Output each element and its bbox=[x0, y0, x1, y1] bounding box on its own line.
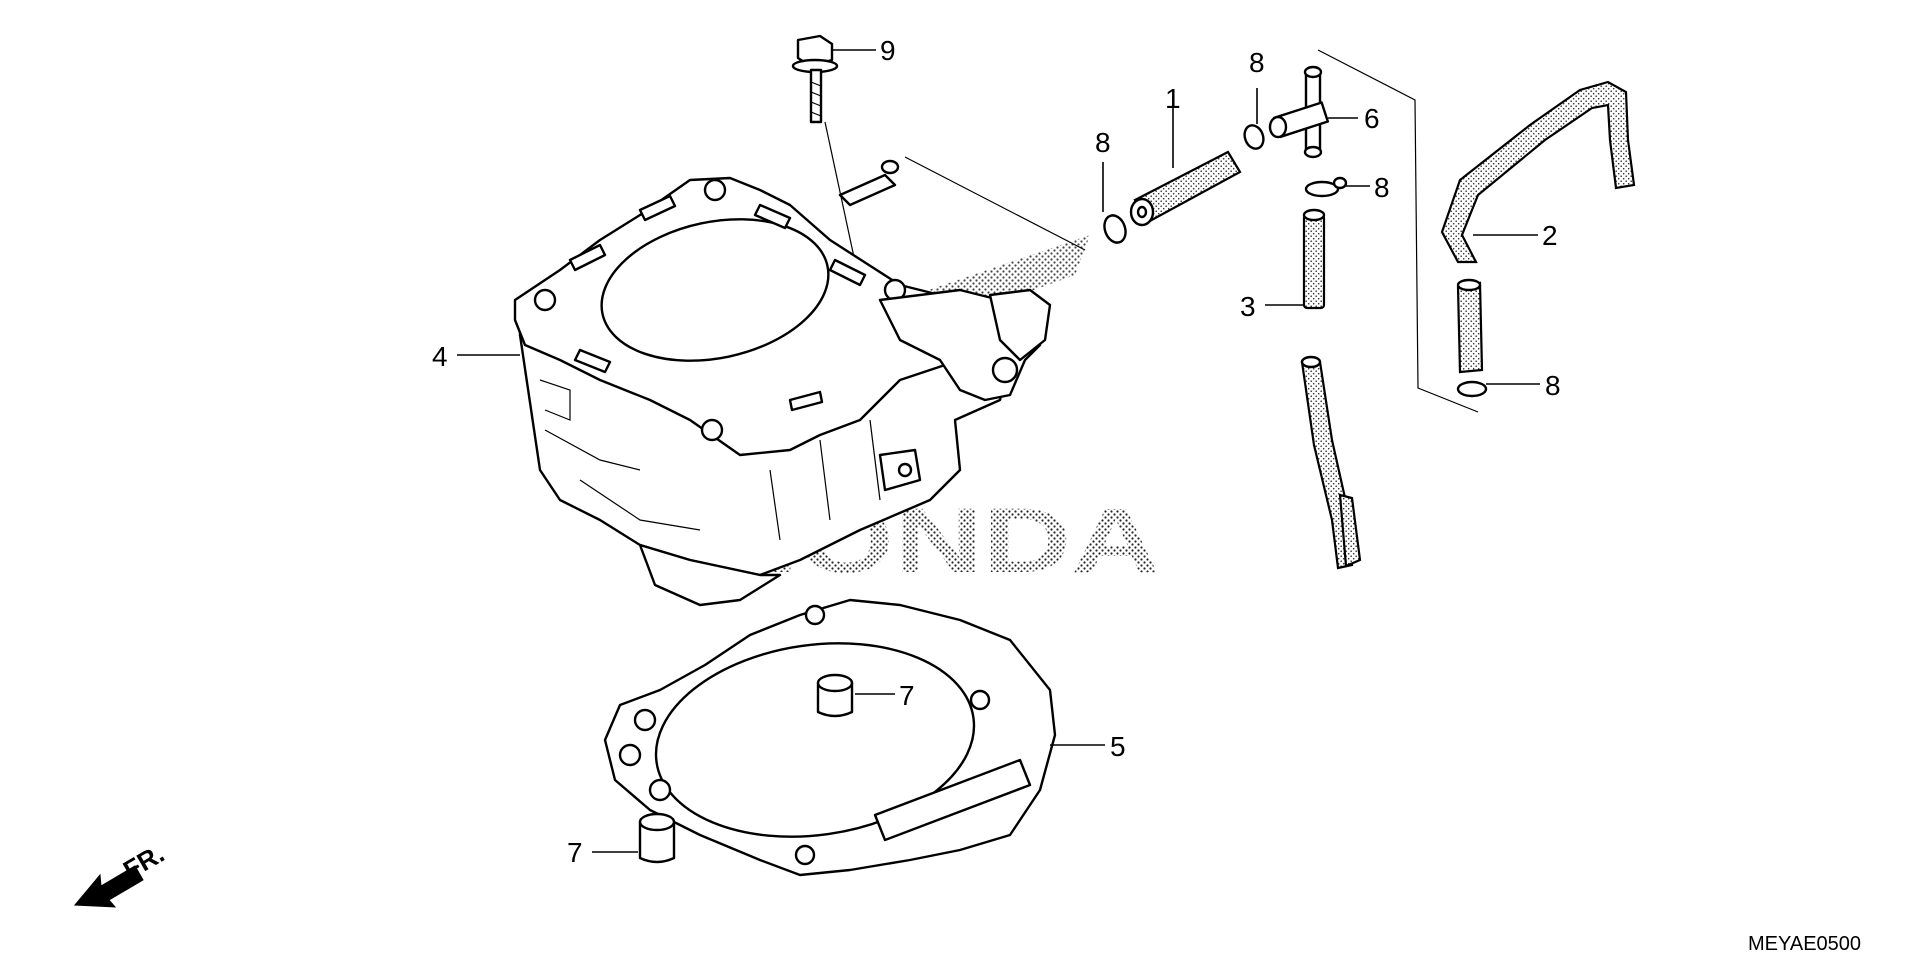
callout-8b: 8 bbox=[1249, 47, 1265, 78]
assembly-bracket-line bbox=[1317, 49, 1479, 413]
part-8-clip-c bbox=[1304, 176, 1370, 198]
callout-2: 2 bbox=[1542, 220, 1558, 251]
part-1-hose bbox=[1129, 97, 1242, 227]
callout-1: 1 bbox=[1165, 83, 1181, 114]
part-8-clip-b bbox=[1243, 88, 1265, 150]
part-7-dowel-pin-b bbox=[592, 812, 676, 864]
callout-5: 5 bbox=[1110, 731, 1126, 762]
callout-9: 9 bbox=[880, 35, 896, 66]
diagram-code: MEYAE0500 bbox=[1748, 933, 1861, 955]
part-8-clip-d bbox=[1456, 380, 1540, 398]
callout-3: 3 bbox=[1240, 291, 1256, 322]
callout-8d: 8 bbox=[1545, 370, 1561, 401]
part-4-cylinder bbox=[513, 156, 1086, 607]
callout-7a: 7 bbox=[899, 680, 915, 711]
part-6-joint bbox=[1268, 65, 1358, 159]
part-2-hose bbox=[1440, 80, 1636, 374]
callout-4: 4 bbox=[432, 341, 448, 372]
front-arrow-icon bbox=[73, 865, 144, 908]
part-3-hose bbox=[1265, 208, 1362, 570]
part-8-clip-a bbox=[1102, 162, 1127, 244]
callout-8c: 8 bbox=[1374, 172, 1390, 203]
callout-8a: 8 bbox=[1095, 127, 1111, 158]
part-5-gasket bbox=[603, 598, 1057, 877]
front-direction-indicator: FR. bbox=[73, 838, 169, 908]
callout-7b: 7 bbox=[567, 837, 583, 868]
part-7-dowel-pin-a bbox=[816, 673, 895, 718]
callout-6: 6 bbox=[1364, 103, 1380, 134]
